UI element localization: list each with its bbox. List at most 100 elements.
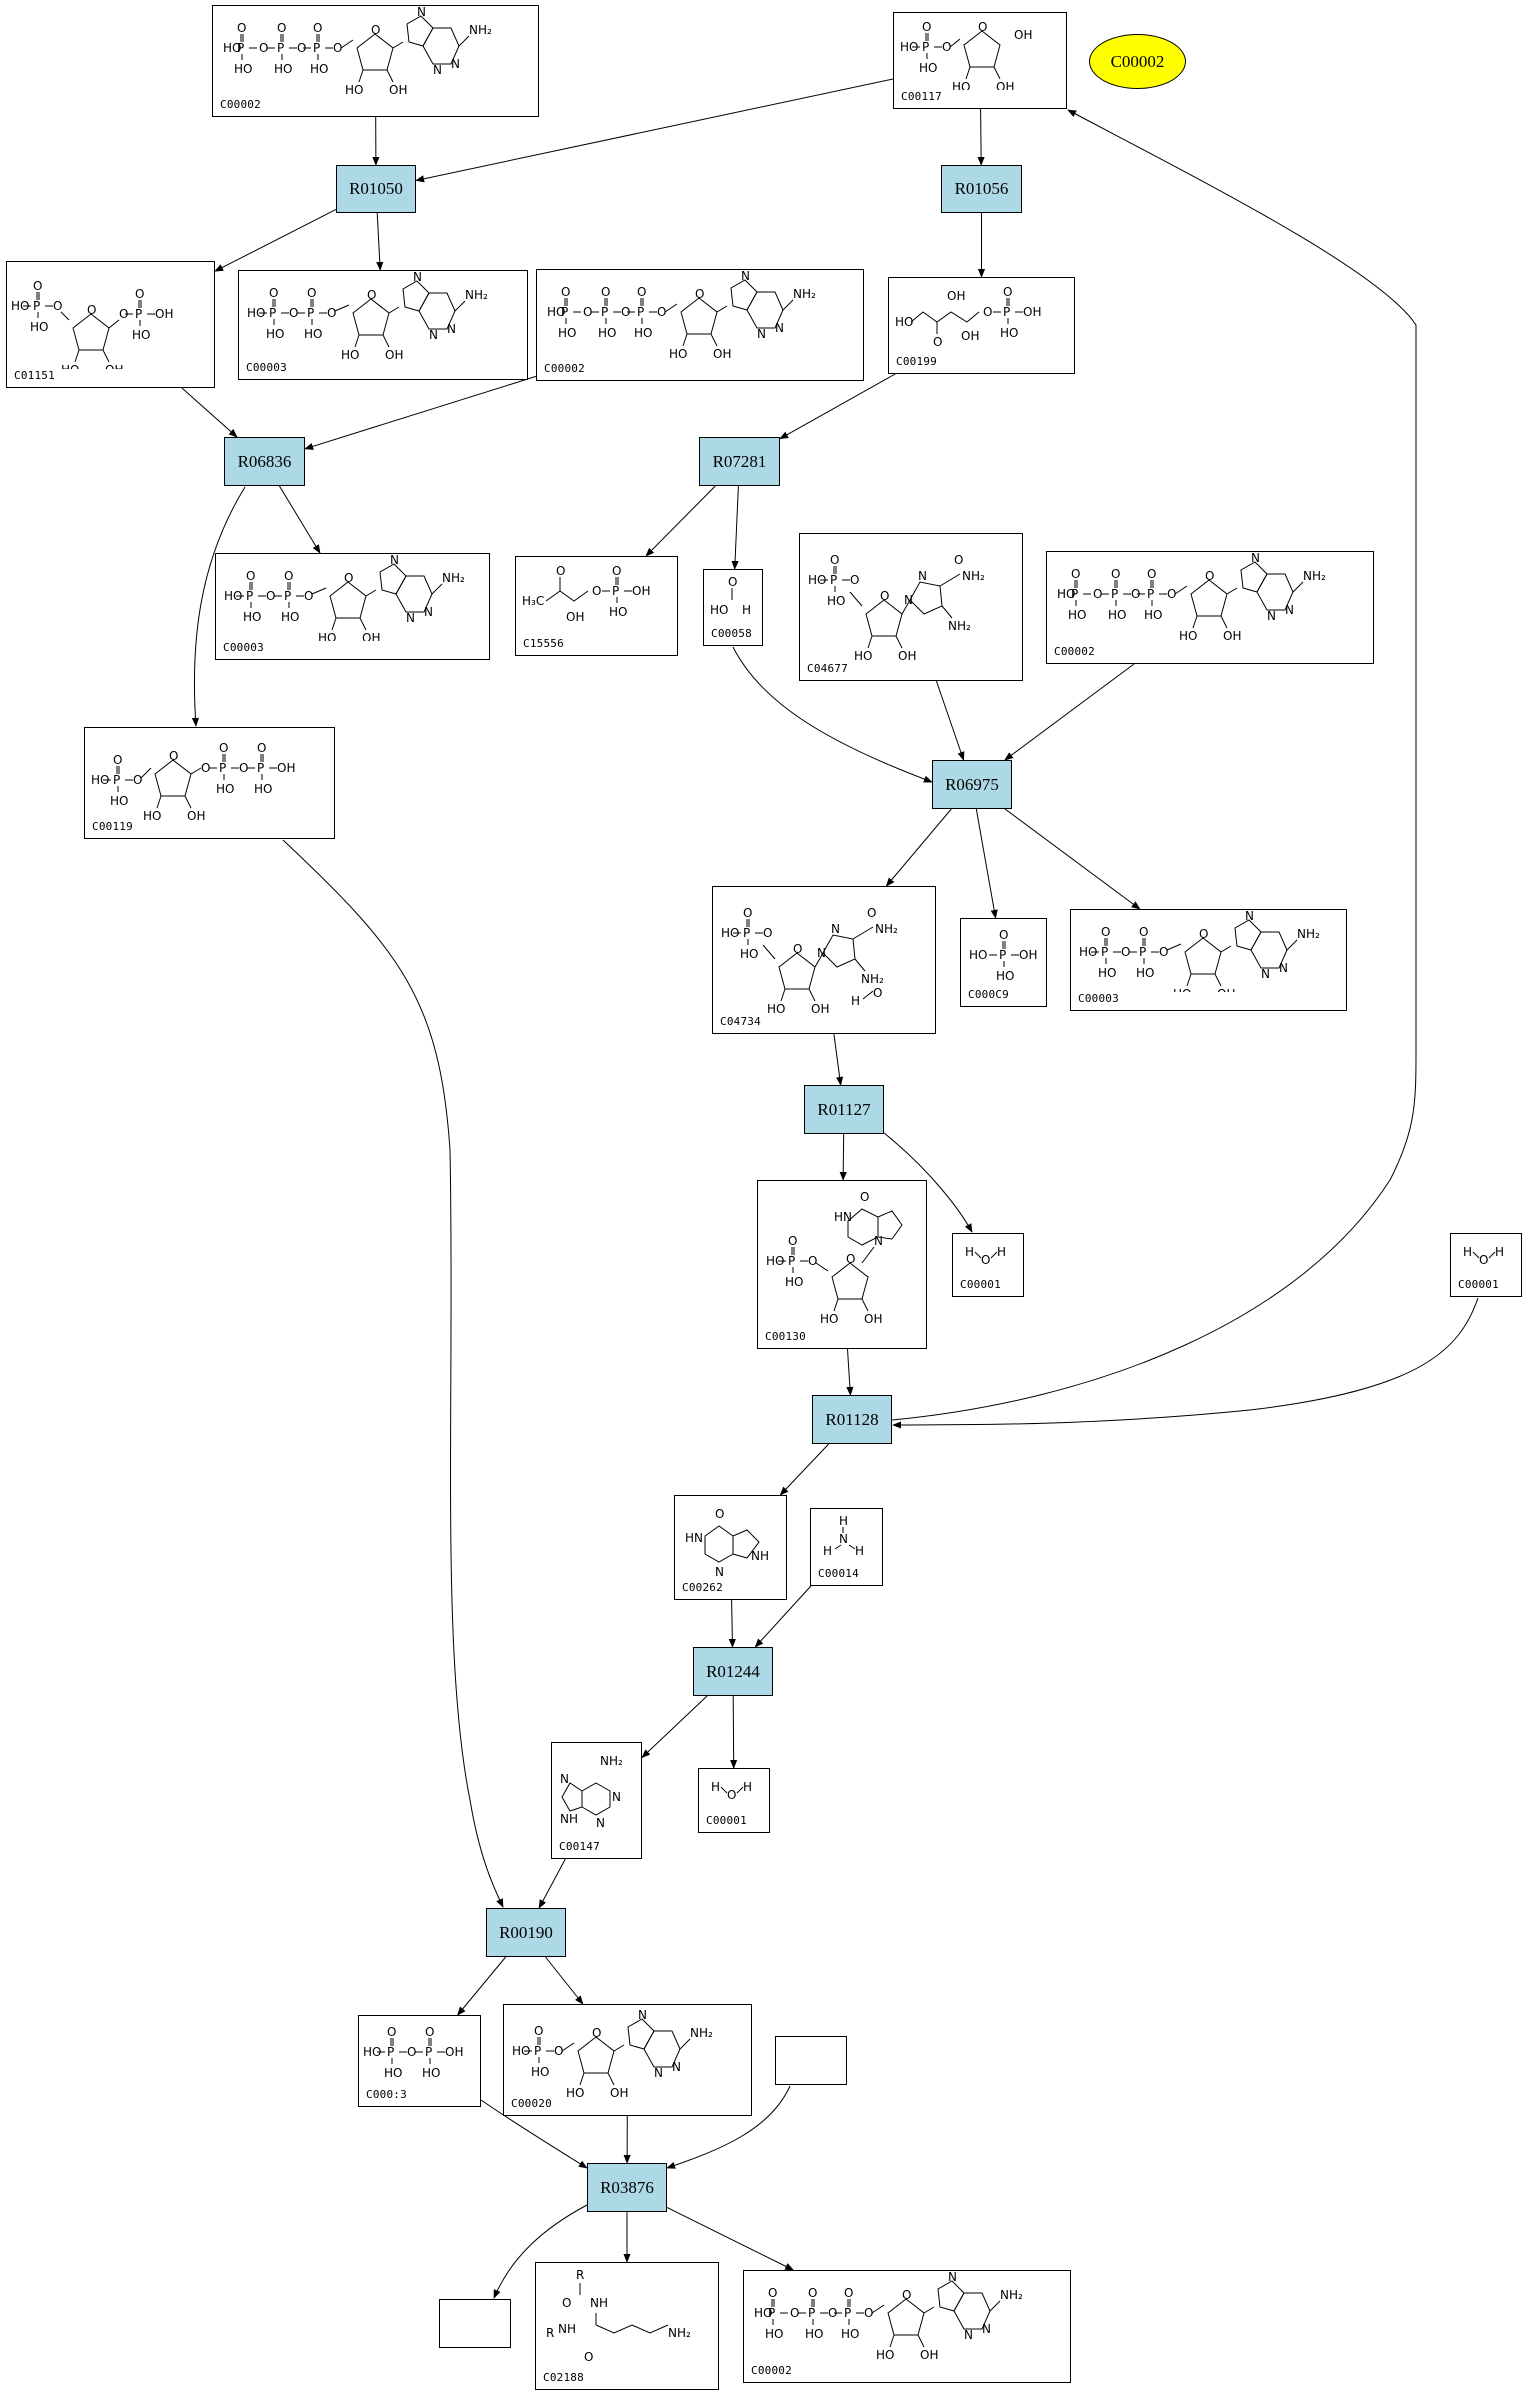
svg-text:P: P xyxy=(922,40,929,54)
svg-text:OH: OH xyxy=(947,289,965,303)
highlighted-compound-legend[interactable]: C00002 xyxy=(1089,34,1186,89)
edge-c00117-to-R01050 xyxy=(415,78,894,183)
svg-text:NH₂: NH₂ xyxy=(465,288,488,302)
svg-text:P: P xyxy=(999,948,1006,962)
svg-text:HO: HO xyxy=(224,589,242,603)
svg-text:P: P xyxy=(808,2306,815,2320)
svg-text:O: O xyxy=(902,2288,911,2302)
compound-id-label: C00199 xyxy=(896,355,937,368)
reaction-node-r01056[interactable]: R01056 xyxy=(941,165,1022,213)
reaction-node-r00190[interactable]: R00190 xyxy=(486,1908,566,1957)
edge-R07281-to-c00058 xyxy=(731,485,739,570)
reaction-node-r01050[interactable]: R01050 xyxy=(336,165,416,213)
compound-node-empty[interactable] xyxy=(775,2036,847,2085)
svg-text:O: O xyxy=(259,41,268,55)
svg-text:P: P xyxy=(284,589,291,603)
svg-text:O: O xyxy=(933,335,942,349)
compound-id-label: C00014 xyxy=(818,1567,859,1580)
svg-text:HO: HO xyxy=(767,1002,785,1015)
reaction-node-r07281[interactable]: R07281 xyxy=(699,437,780,486)
svg-text:N: N xyxy=(964,2328,973,2342)
svg-text:N: N xyxy=(874,1234,883,1248)
svg-text:H: H xyxy=(823,1544,832,1558)
svg-text:O: O xyxy=(297,41,306,55)
svg-text:O: O xyxy=(793,942,802,956)
svg-text:OH: OH xyxy=(566,610,584,624)
reaction-node-r01128[interactable]: R01128 xyxy=(812,1395,892,1444)
svg-text:O: O xyxy=(371,23,380,37)
svg-text:O: O xyxy=(304,589,313,603)
svg-text:O: O xyxy=(237,21,246,35)
svg-text:HO: HO xyxy=(274,62,292,76)
svg-text:O: O xyxy=(1199,927,1208,941)
edge-R01128-to-c00262 xyxy=(779,1443,830,1496)
svg-text:P: P xyxy=(219,761,226,775)
svg-text:O: O xyxy=(1003,285,1012,299)
svg-text:OH: OH xyxy=(385,348,403,361)
compound-id-label: C00002 xyxy=(544,362,585,375)
svg-text:O: O xyxy=(1205,569,1214,583)
svg-text:O: O xyxy=(425,2025,434,2039)
reaction-node-r06975[interactable]: R06975 xyxy=(932,760,1012,809)
svg-text:O: O xyxy=(846,1252,855,1266)
compound-id-label: C15556 xyxy=(523,637,564,650)
svg-text:H: H xyxy=(839,1514,848,1528)
reaction-node-r06836[interactable]: R06836 xyxy=(224,437,305,486)
svg-text:NH: NH xyxy=(560,1812,578,1826)
edge-c00002_b-to-R06836 xyxy=(304,375,537,450)
svg-text:O: O xyxy=(790,2306,799,2320)
svg-text:HO: HO xyxy=(1179,629,1197,643)
svg-text:N: N xyxy=(831,922,840,936)
svg-text:HO: HO xyxy=(422,2066,440,2080)
reaction-node-r03876[interactable]: R03876 xyxy=(587,2163,667,2212)
svg-text:HO: HO xyxy=(827,594,845,608)
svg-text:O: O xyxy=(33,279,42,293)
reaction-node-r01244[interactable]: R01244 xyxy=(693,1647,773,1696)
svg-text:O: O xyxy=(1101,925,1110,939)
reaction-node-r01127[interactable]: R01127 xyxy=(804,1085,884,1134)
svg-text:P: P xyxy=(637,305,644,319)
svg-text:O: O xyxy=(135,287,144,301)
svg-text:O: O xyxy=(1121,945,1130,959)
svg-text:H₃C: H₃C xyxy=(522,594,544,608)
compound-node-c01151[interactable]: HOPOHOOOHOOHOPOHOOHC01151 xyxy=(6,261,215,388)
svg-text:N: N xyxy=(390,554,399,567)
svg-text:N: N xyxy=(612,1790,621,1804)
compound-id-label: C00002 xyxy=(1054,645,1095,658)
svg-text:NH₂: NH₂ xyxy=(962,569,985,583)
svg-text:N: N xyxy=(429,328,438,342)
svg-text:N: N xyxy=(417,6,426,19)
compound-node-empty[interactable] xyxy=(439,2299,511,2348)
svg-text:O: O xyxy=(333,41,342,55)
svg-text:N: N xyxy=(715,1565,724,1579)
edge-R06836-to-c00119 xyxy=(191,486,246,727)
